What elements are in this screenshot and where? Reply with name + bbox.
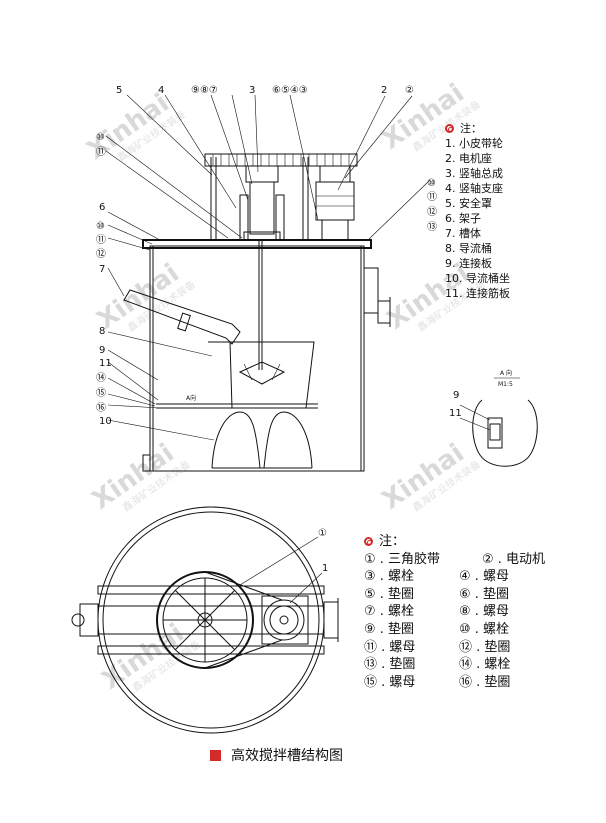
legend-cell: ⑤ . 垫圈 <box>364 586 415 602</box>
motor <box>315 181 355 221</box>
impeller <box>238 361 286 385</box>
label-10c: 10 <box>99 416 112 427</box>
list-item: 5. 安全罩 <box>445 197 492 210</box>
figure-caption: 高效搅拌槽结构图 <box>210 745 343 765</box>
fasteners-legend-title: 注： <box>379 534 406 549</box>
label-4: 4 <box>158 85 164 96</box>
list-item: 7. 槽体 <box>445 227 481 240</box>
list-item: 10. 导流桶坐 <box>445 272 510 285</box>
v-belt <box>204 571 283 669</box>
list-item: ⑤ . 垫圈 ⑥ . 垫圈 <box>364 586 554 604</box>
plan-label-1-circled: ① <box>318 528 327 539</box>
draft-tube-seat <box>211 411 313 469</box>
label-2: 2 <box>381 85 387 96</box>
legend-cell: ⑬ . 垫圈 <box>364 657 416 673</box>
section-outline <box>472 399 538 467</box>
list-item: 1. 小皮带轮 <box>445 137 503 150</box>
label-10b: ⑩ <box>96 221 105 232</box>
label-7: 7 <box>99 264 105 275</box>
list-item: ⑦ . 螺栓 ⑧ . 螺母 <box>364 603 554 621</box>
draft-tube <box>208 341 315 409</box>
legend-cell: ⑧ . 螺母 <box>459 604 510 620</box>
caption-text: 高效搅拌槽结构图 <box>231 748 343 764</box>
tank-body <box>149 245 365 472</box>
plan-label-1: 1 <box>322 563 328 574</box>
label-r12: ⑫ <box>427 206 437 218</box>
section-label-11: 11 <box>449 408 462 419</box>
legend-cell: ⑮ . 螺母 <box>364 674 416 690</box>
shaft-support <box>249 181 275 235</box>
note-circle-icon <box>445 124 454 133</box>
list-item: 4. 竖轴支座 <box>445 182 503 195</box>
list-item: ⑮ . 螺母 ⑯ . 垫圈 <box>364 674 554 692</box>
elevation-view: A向 <box>105 94 431 472</box>
legend-cell: ⑦ . 螺栓 <box>364 604 415 620</box>
section-cut-label: A向 <box>186 394 196 402</box>
label-r13: ⑬ <box>427 221 437 233</box>
list-item: ⑪ . 螺母 ⑫ . 垫圈 <box>364 639 554 657</box>
list-item: ⑨ . 垫圈 ⑩ . 螺栓 <box>364 621 554 639</box>
label-5: 5 <box>116 85 122 96</box>
label-14: ⑭ <box>96 372 106 384</box>
small-pulley <box>263 599 305 641</box>
parts-legend-title: 注： <box>460 122 482 135</box>
fasteners-legend: 注： ① . 三角胶带 ② . 电动机 ③ . 螺栓 ④ . 螺母 ⑤ . 垫圈… <box>364 533 554 691</box>
label-r11: ⑪ <box>427 191 437 203</box>
feed-pipe <box>123 289 241 345</box>
label-3: 3 <box>249 85 255 96</box>
legend-cell: ② . 电动机 <box>482 551 546 567</box>
legend-cell: ⑭ . 螺栓 <box>459 657 511 673</box>
legend-cell: ⑩ . 螺栓 <box>459 621 510 637</box>
legend-cell: ① . 三角胶带 <box>364 551 441 567</box>
label-11b: ⑪ <box>96 234 106 246</box>
label-11: ⑪ <box>96 146 106 158</box>
legend-cell: ⑯ . 垫圈 <box>459 674 511 690</box>
label-11c: 11 <box>99 358 112 369</box>
caption-marker-icon <box>210 749 221 761</box>
legend-cell: ③ . 螺栓 <box>364 569 415 585</box>
list-item: 3. 竖轴总成 <box>445 167 503 180</box>
elevation-labels: 5 4 ⑨⑧⑦ 3 ⑥⑤④③ 2 ② ⑩ ⑪ 6 ⑩ ⑪ ⑫ 7 8 9 11 … <box>96 85 437 427</box>
list-item: 9. 连接板 <box>445 257 492 270</box>
list-item: ③ . 螺栓 ④ . 螺母 <box>364 568 554 586</box>
label-15: ⑮ <box>96 387 106 399</box>
label-9: 9 <box>99 345 105 356</box>
note-circle-icon <box>364 537 373 547</box>
plan-view: ① 1 <box>71 506 339 734</box>
legend-cell: ⑪ . 螺母 <box>364 639 416 655</box>
label-10: ⑩ <box>96 132 105 143</box>
legend-cell: ④ . 螺母 <box>459 569 510 585</box>
parts-list: 1. 小皮带轮 2. 电机座 3. 竖轴总成 4. 竖轴支座 5. 安全罩 6.… <box>445 136 510 301</box>
label-987: ⑨⑧⑦ <box>191 85 218 96</box>
section-title: A 向 <box>500 369 512 377</box>
section-label-9: 9 <box>453 390 459 401</box>
parts-legend: 注： 1. 小皮带轮 2. 电机座 3. 竖轴总成 4. 竖轴支座 5. 安全罩… <box>445 121 510 301</box>
list-item: ⑬ . 垫圈 ⑭ . 螺栓 <box>364 656 554 674</box>
legend-cell: ⑥ . 垫圈 <box>459 586 510 602</box>
list-item: 2. 电机座 <box>445 152 492 165</box>
safety-guard <box>204 153 358 167</box>
legend-cell: ⑨ . 垫圈 <box>364 621 415 637</box>
top-flange <box>142 239 372 249</box>
label-6: 6 <box>99 202 105 213</box>
label-6543: ⑥⑤④③ <box>272 85 308 96</box>
label-r10: ⑩ <box>427 178 436 189</box>
label-16: ⑯ <box>96 402 106 414</box>
legend-cell: ⑫ . 垫圈 <box>459 639 511 655</box>
list-item: 11. 连接筋板 <box>445 287 510 300</box>
list-item: 8. 导流桶 <box>445 242 492 255</box>
list-item: 6. 架子 <box>445 212 481 225</box>
label-2-circled: ② <box>405 85 414 96</box>
list-item: ① . 三角胶带 ② . 电动机 <box>364 551 554 569</box>
section-scale: M1:5 <box>498 381 513 388</box>
label-12b: ⑫ <box>96 248 106 260</box>
motor-seat <box>321 219 349 241</box>
section-detail-a: A 向 M1:5 9 11 <box>449 369 538 467</box>
label-8: 8 <box>99 326 105 337</box>
